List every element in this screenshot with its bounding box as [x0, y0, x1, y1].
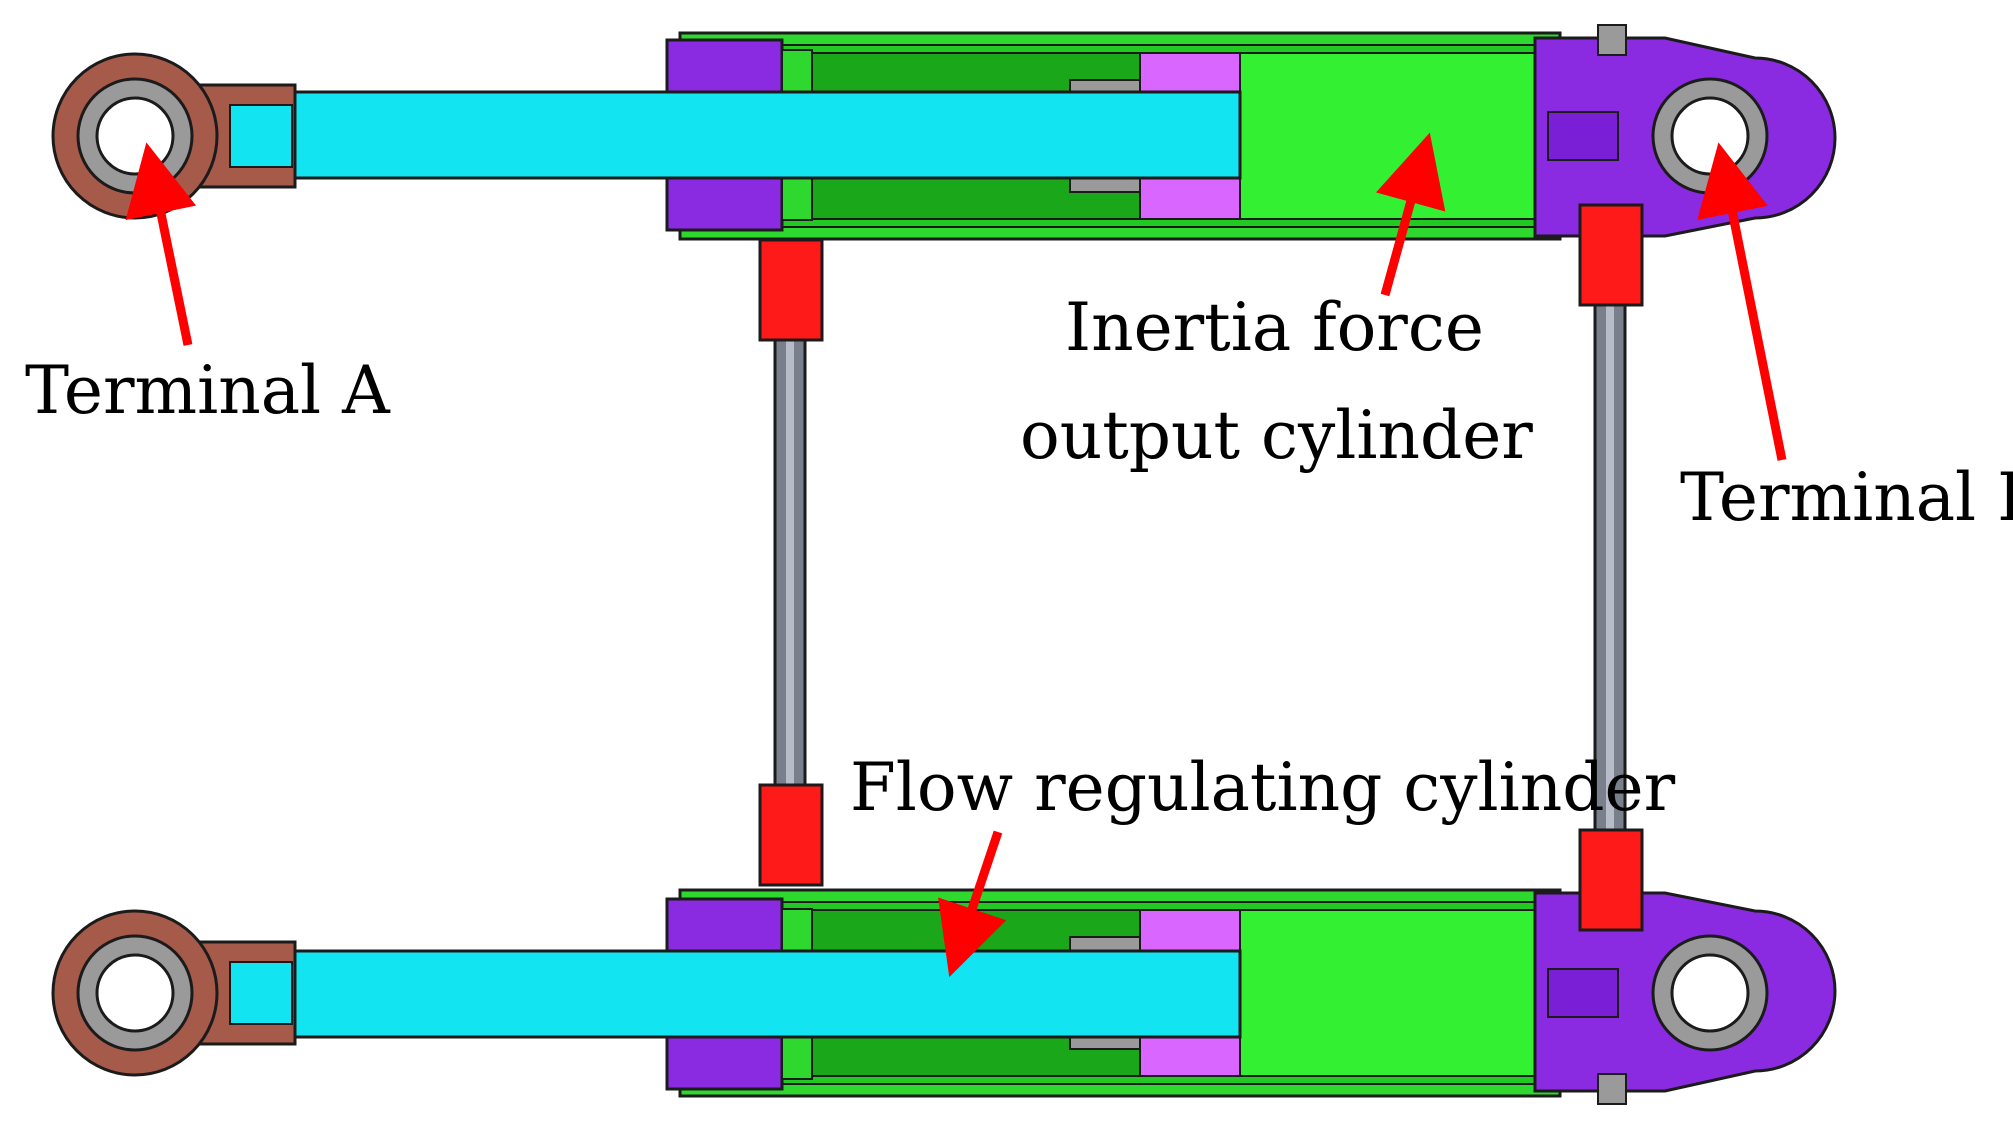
- arrow-terminal-a: [125, 142, 197, 346]
- connecting-tube-left: [758, 238, 824, 887]
- label-terminal-b: Terminal B: [1680, 459, 2013, 536]
- label-terminal-a: Terminal A: [25, 352, 391, 429]
- arrow-terminal-b: [1697, 142, 1787, 461]
- label-inertia-line1: Inertia force: [1065, 289, 1484, 366]
- flow-regulating-cylinder: [51, 888, 1837, 1106]
- label-inertia-line2: output cylinder: [1020, 397, 1533, 474]
- label-flow-regulating: Flow regulating cylinder: [850, 749, 1676, 826]
- connecting-tube-right: [1578, 203, 1644, 932]
- arrow-inertia-cylinder: [1375, 132, 1446, 297]
- arrow-flow-regulating: [938, 830, 1007, 978]
- inertia-output-cylinder: [51, 23, 1837, 241]
